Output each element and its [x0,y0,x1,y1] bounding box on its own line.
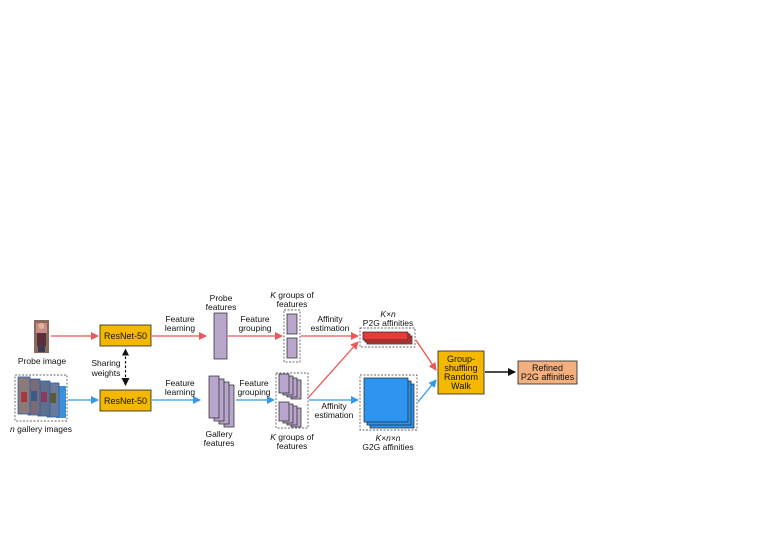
refined-line2: P2G affinities [521,372,575,382]
gallery-images-thumbnails [14,374,68,422]
affinity-estimation-bottom-line2: estimation [315,410,354,420]
probe-image-label: Probe image [18,356,66,366]
feature-learning-top-line1: Feature [165,314,195,324]
feature-learning-bottom-line2: learning [165,387,196,397]
resnet-top-module: ResNet-50 [99,324,152,347]
probe-feature-bar [213,312,228,360]
feature-grouping-bottom-line2: grouping [237,387,270,397]
feature-grouping-bottom-line1: Feature [239,378,269,388]
gallery-images-text: gallery images [15,424,72,434]
g2g-to-gsrw-arrow [417,379,437,403]
gsrw-line3: Random [444,372,478,382]
gallery-feature-stack [208,375,235,428]
affinity-estimation-bottom-line1: Affinity [321,401,347,411]
group-shuffling-random-walk-module: Group- shuffling Random Walk [437,350,485,395]
feature-grouping-top-line2: grouping [238,323,271,333]
gallery-features-line2: features [204,438,235,448]
gallery-count-var: n [10,424,15,434]
feature-grouping-top-line1: Feature [240,314,270,324]
gsrw-line1: Group- [447,354,475,364]
gallery-to-p2g-cross-arrow [307,341,359,399]
p2g-to-gsrw-arrow [415,339,437,371]
feature-learning-bottom-line1: Feature [165,378,195,388]
refined-line1: Refined [532,363,563,373]
k-groups-bottom-k: K [270,432,276,442]
sharing-weights-line1: Sharing [91,358,121,368]
g2g-affinities-label: G2G affinities [362,442,413,452]
affinity-estimation-top-line2: estimation [311,323,350,333]
gallery-images-label: n gallery images [10,424,72,434]
k-groups-top-line1: K groups of [270,290,314,300]
probe-image-thumbnail [34,320,49,353]
k-groups-top-k: K [270,290,276,300]
probe-features-line2: features [206,302,237,312]
g2g-affinity-matrices [359,374,418,431]
gsrw-line4: Walk [451,381,471,391]
p2g-dims-label: K×n [380,309,396,319]
gallery-feature-groups [275,372,309,429]
feature-learning-top-line2: learning [165,323,196,333]
refined-p2g-affinities-box: Refined P2G affinities [517,360,578,385]
k-groups-top-line2: features [277,299,308,309]
resnet-bottom-module: ResNet-50 [99,389,152,412]
k-groups-bottom-line1: K groups of [270,432,314,442]
probe-feature-groups [283,309,301,363]
gallery-features-line1: Gallery [206,429,234,439]
sharing-weights-line2: weights [91,368,121,378]
p2g-affinity-matrices [359,327,416,348]
p2g-affinities-label: P2G affinities [363,318,413,328]
k-groups-top-text: groups of [276,290,314,300]
probe-features-line1: Probe [210,293,233,303]
resnet-top-label: ResNet-50 [104,331,147,341]
k-groups-bottom-line2: features [277,441,308,451]
affinity-estimation-top-line1: Affinity [317,314,343,324]
g2g-dims-label: K×n×n [375,433,400,443]
k-groups-bottom-text: groups of [276,432,314,442]
gsrw-line2: shuffling [444,363,477,373]
resnet-bottom-label: ResNet-50 [104,396,147,406]
